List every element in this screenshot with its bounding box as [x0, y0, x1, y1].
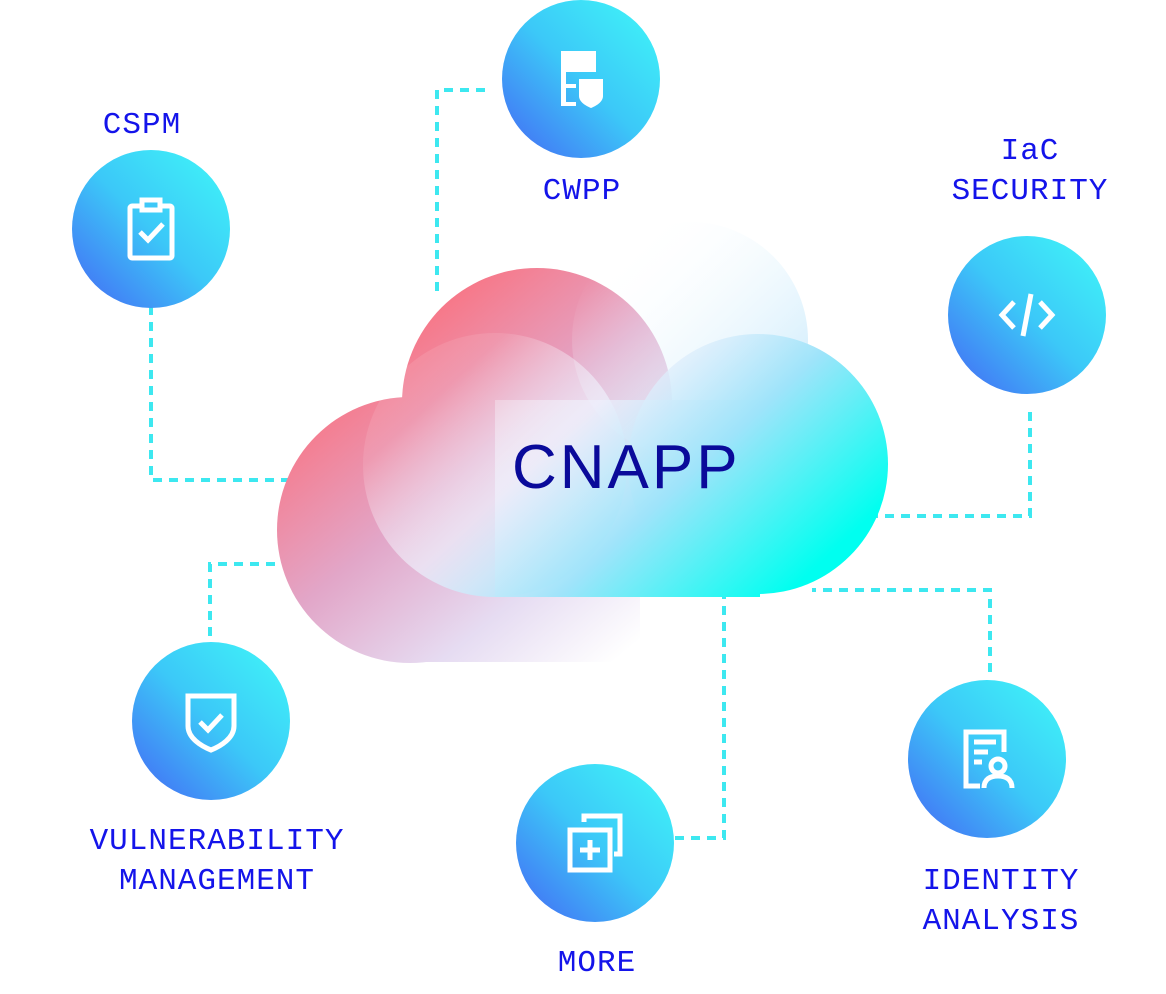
add-copy-icon	[567, 813, 623, 873]
cwpp-node[interactable]	[502, 0, 660, 158]
connector-identity	[812, 588, 992, 672]
code-icon	[998, 293, 1056, 337]
center-title: CNAPP	[512, 433, 741, 502]
connector-more	[675, 597, 726, 840]
iac-label: IaC SECURITY	[951, 134, 1109, 209]
iac-node[interactable]	[948, 236, 1106, 394]
connector-cwpp	[435, 88, 485, 295]
cwpp-label: CWPP	[542, 174, 622, 209]
shield-check-icon	[185, 693, 237, 753]
cspm-node[interactable]	[72, 150, 230, 308]
identity-node[interactable]	[908, 680, 1066, 838]
identity-badge-icon	[963, 729, 1015, 789]
connectors	[149, 88, 1032, 840]
vulnerability-label: VULNERABILITY MANAGEMENT	[89, 824, 345, 899]
connector-iac	[875, 412, 1032, 518]
more-label: MORE	[557, 946, 637, 981]
server-shield-icon	[561, 51, 603, 108]
cspm-label: CSPM	[102, 108, 182, 143]
cloud-front	[363, 222, 888, 597]
more-node[interactable]	[516, 764, 674, 922]
identity-label: IDENTITY ANALYSIS	[922, 864, 1080, 939]
connector-vuln	[208, 562, 412, 636]
vulnerability-node[interactable]	[132, 642, 290, 800]
clipboard-check-icon	[127, 197, 175, 261]
